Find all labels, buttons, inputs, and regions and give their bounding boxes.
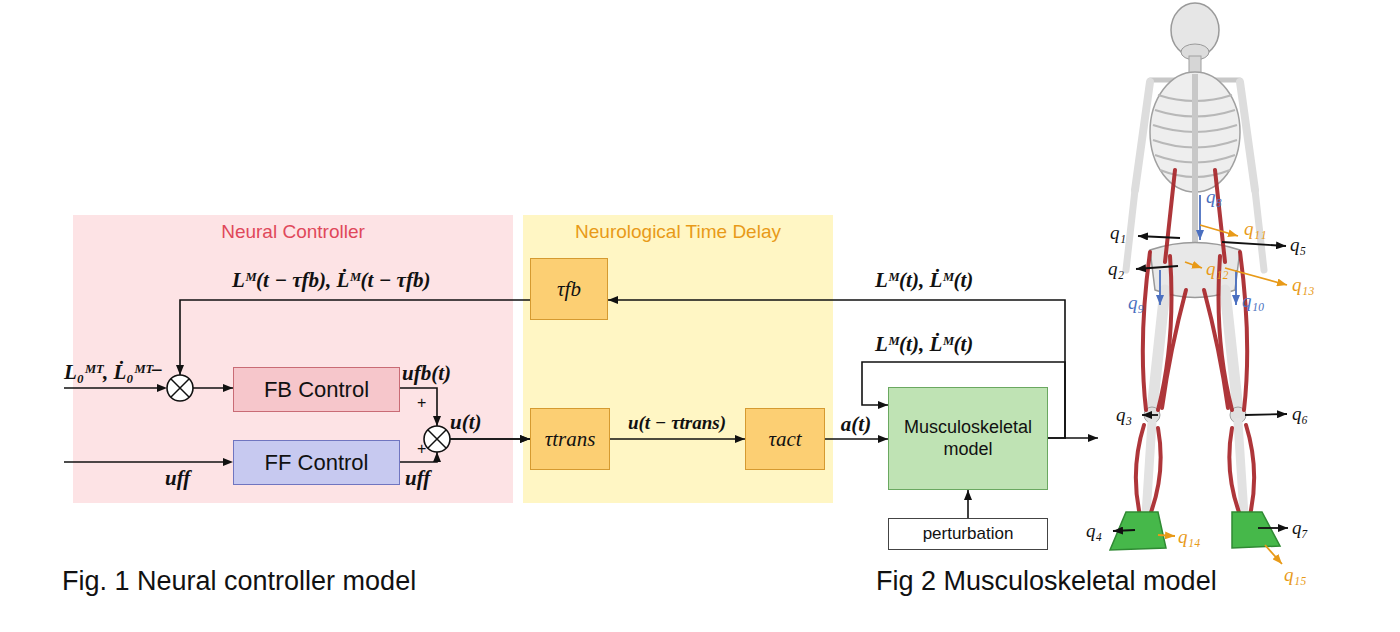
signal-label: u(t) <box>450 410 482 434</box>
joint-label: q₁₂ <box>1206 258 1229 280</box>
joint-label: q₁₁ <box>1244 218 1267 240</box>
joint-label: q₈ <box>1206 186 1222 208</box>
node-text: perturbation <box>923 524 1014 544</box>
signal-label: L₀ᴹᵀ, L̇₀ᴹᵀ <box>64 360 152 384</box>
process-box: FF Control <box>233 440 400 485</box>
summing-junction <box>167 365 193 401</box>
controller-band: Neural Controller FB Control FF Control <box>73 215 513 503</box>
sign-label: + <box>417 394 426 412</box>
band-title: Neurological Time Delay <box>575 221 781 243</box>
connector <box>180 300 530 388</box>
process-box: FB Control <box>233 367 400 412</box>
edge-label: Lᴹ(t), L̇ᴹ(t) <box>875 332 973 356</box>
connector <box>608 300 1065 438</box>
joint-label: q₁₀ <box>1242 290 1265 312</box>
figure-caption: Fig. 1 Neural controller model <box>62 566 416 597</box>
joint-label: q₃ <box>1116 404 1132 426</box>
node-text: τfb <box>557 277 581 302</box>
output-arrow <box>1065 437 1098 439</box>
band-title: Neural Controller <box>221 221 365 243</box>
node-text: τact <box>768 427 801 452</box>
connector <box>862 362 1065 438</box>
figure-caption: Fig 2 Musculoskeletal model <box>876 566 1217 597</box>
joint-label: q₁₅ <box>1284 564 1307 586</box>
connector <box>610 438 745 440</box>
sign-label: + <box>417 440 426 458</box>
input-wire <box>64 461 223 463</box>
model-box: Musculoskeletal model <box>888 387 1048 490</box>
joint-label: q₉ <box>1128 292 1144 314</box>
node-text: Musculoskeletal model <box>895 417 1041 460</box>
connector <box>400 388 530 439</box>
joint-label: q₅ <box>1290 234 1306 256</box>
joint-label: q₆ <box>1292 403 1308 425</box>
arrow-head <box>157 384 167 392</box>
edge-label: Lᴹ(t − τfb), L̇ᴹ(t − τfb) <box>232 268 430 292</box>
node-text: τtrans <box>545 427 596 452</box>
delay-box: τfb <box>530 258 608 320</box>
joint-label: q₁₄ <box>1178 526 1201 548</box>
connector <box>967 490 969 518</box>
joint-label: q₇ <box>1292 517 1308 539</box>
connector <box>400 439 530 462</box>
delay-box: τtrans <box>530 408 610 470</box>
arrow-head <box>223 458 233 466</box>
joint-label: q₁ <box>1110 222 1126 244</box>
joint-label: q₁₃ <box>1292 274 1315 296</box>
muscles <box>1136 170 1254 515</box>
joint-axes <box>1113 195 1288 564</box>
connector <box>825 438 888 440</box>
delay-band: Neurological Time Delay τfb τtrans τact <box>523 215 833 503</box>
input-box: perturbation <box>888 518 1048 550</box>
delay-box: τact <box>745 408 825 470</box>
feet <box>1110 512 1280 550</box>
edge-label: Lᴹ(t), L̇ᴹ(t) <box>875 268 973 292</box>
node-text: FF Control <box>265 450 369 476</box>
edge-label: ufb(t) <box>402 361 451 385</box>
edge-label: u(t − τtrans) <box>628 412 726 434</box>
edge-label: a(t) <box>841 412 871 436</box>
edge-label: uff <box>405 466 430 490</box>
node-text: FB Control <box>264 377 369 403</box>
summing-junction <box>424 416 450 462</box>
input-wire <box>64 387 160 389</box>
joint-label: q₄ <box>1086 520 1102 542</box>
signal-label: uff <box>165 466 190 490</box>
skeleton <box>1126 3 1264 515</box>
joint-label: q₂ <box>1108 258 1124 280</box>
sign-label: − <box>150 358 163 382</box>
